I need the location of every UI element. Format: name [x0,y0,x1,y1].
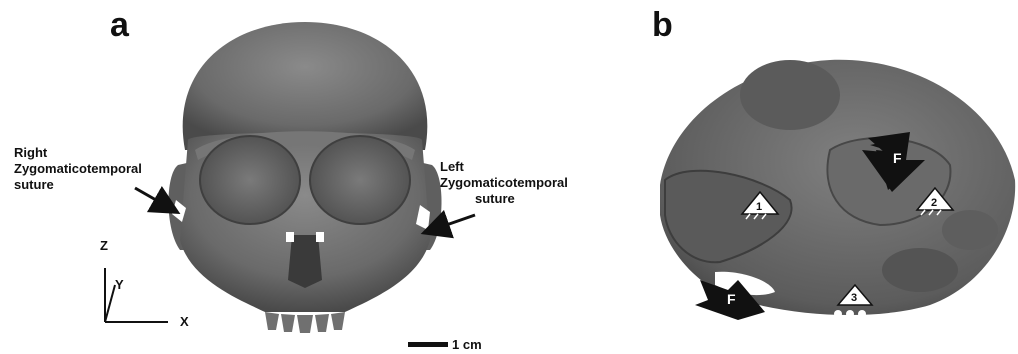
right-suture-label: Right Zygomaticotemporal suture [14,145,145,192]
constraint-3-label: 3 [851,292,857,304]
left-suture-label: Left Zygomaticotemporal suture [440,159,571,206]
right-suture-arrow [135,188,170,208]
constraint-1-label: 1 [756,201,762,213]
skull-ventral-view [660,60,1015,318]
scale-bar-label: 1 cm [452,337,482,352]
force-upper-label: F [893,150,902,166]
panel-b-letter: b [652,6,673,44]
scale-bar: 1 cm [408,337,482,352]
force-lower-label: F [727,291,736,307]
axis-z-label: Z [100,238,108,253]
skull-front-view [168,22,441,333]
axis-y-label: Y [115,277,124,292]
constraint-2-label: 2 [931,197,937,209]
axis-triad: Z Y X [100,238,189,329]
axis-x-label: X [180,314,189,329]
panel-a-letter: a [110,6,130,44]
